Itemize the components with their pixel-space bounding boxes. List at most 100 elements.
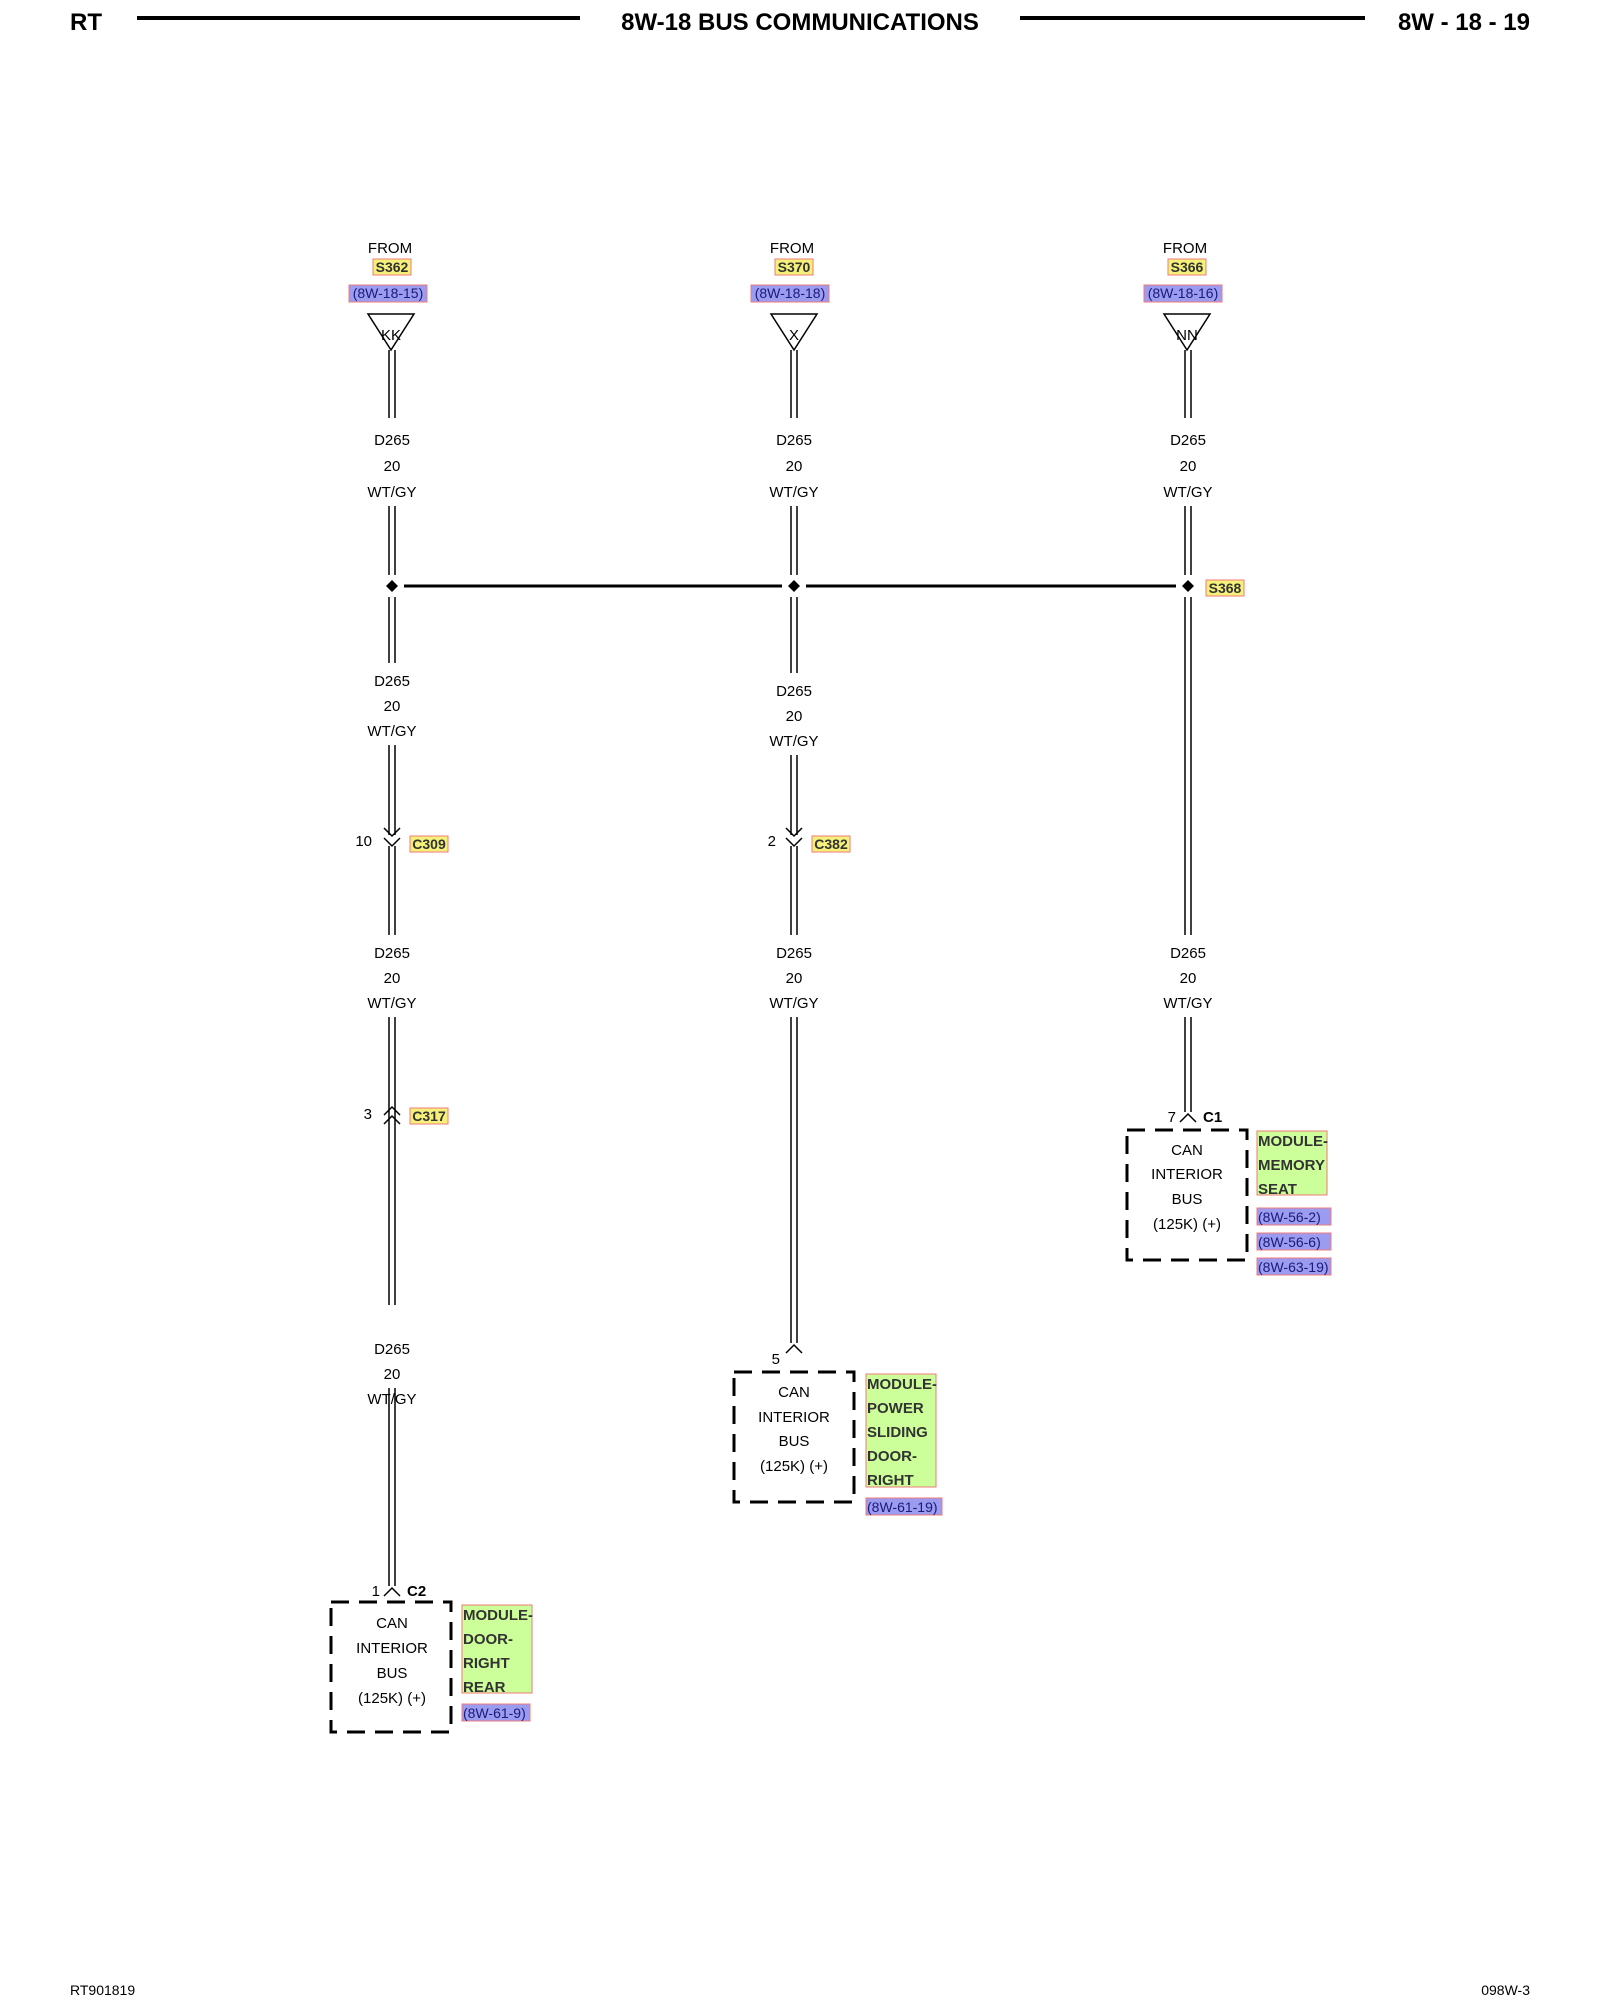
module-name-line[interactable]: MODULE- (867, 1376, 937, 1393)
module-name-line[interactable]: REAR (463, 1679, 506, 1696)
connector-ref-link[interactable]: C309 (412, 836, 446, 852)
connector-highlight (409, 1107, 449, 1125)
footer-left: RT901819 (70, 1982, 135, 1998)
connector-triangle-icon (769, 313, 819, 352)
module-name-line[interactable]: MODULE- (463, 1607, 533, 1624)
module-text-line: BUS (779, 1433, 810, 1450)
wire-circuit: D265 (374, 673, 410, 690)
column-2: FROM S370 (8W-18-18) X D265 20 WT/GY D26… (732, 240, 943, 1516)
page-ref-highlight (750, 284, 830, 303)
module-text-line: CAN (778, 1384, 810, 1401)
wire-gauge: 20 (384, 698, 401, 715)
wire-segment (388, 350, 396, 418)
module-name-line[interactable]: POWER (867, 1400, 924, 1417)
module-ref-link[interactable]: (8W-61-9) (463, 1705, 526, 1721)
module-text-line: INTERIOR (356, 1640, 428, 1657)
module-ref-highlight (461, 1703, 531, 1722)
triangle-label: X (789, 327, 799, 344)
module-ref-link[interactable]: (8W-56-6) (1258, 1234, 1321, 1250)
splice-highlight (1205, 579, 1245, 597)
wire-segment (388, 846, 396, 935)
wire-color: WT/GY (769, 733, 818, 750)
column-3: FROM S366 (8W-18-16) NN D265 20 WT/GY S3… (1125, 240, 1332, 1276)
splice-highlight (372, 258, 412, 276)
module-box (1125, 1128, 1249, 1262)
wire-gauge: 20 (1180, 458, 1197, 475)
splice-ref-link[interactable]: S362 (376, 259, 409, 275)
connector-highlight (409, 835, 449, 853)
wire-segment (790, 1017, 798, 1343)
module-name-highlight (1256, 1130, 1328, 1196)
wire-segment (790, 597, 798, 673)
wire-circuit: D265 (1170, 945, 1206, 962)
wire-gauge: 20 (786, 970, 803, 987)
splice-ref-link[interactable]: S366 (1171, 259, 1204, 275)
module-ref-link[interactable]: (8W-56-2) (1258, 1209, 1321, 1225)
splice-dot (788, 580, 800, 592)
module-text-line: INTERIOR (1151, 1166, 1223, 1183)
splice-ref-link[interactable]: S368 (1209, 580, 1242, 596)
wire-segment (790, 350, 798, 418)
connector-pin: 3 (364, 1106, 372, 1123)
wire-circuit: D265 (1170, 432, 1206, 449)
module-text-line: INTERIOR (758, 1409, 830, 1426)
module-name-line[interactable]: SLIDING (867, 1424, 928, 1441)
splice-highlight (1167, 258, 1207, 276)
wire-segment (1184, 597, 1192, 935)
wire-segment (388, 1017, 396, 1305)
from-label: FROM (770, 240, 814, 257)
module-name-line[interactable]: RIGHT (867, 1472, 914, 1489)
module-text-line: CAN (1171, 1142, 1203, 1159)
wire-color: WT/GY (367, 723, 416, 740)
module-name-line[interactable]: DOOR- (463, 1631, 513, 1648)
wire-gauge: 20 (384, 1366, 401, 1383)
module-pin: 5 (772, 1351, 780, 1368)
module-ref-highlight (1256, 1257, 1332, 1276)
module-ref-highlight (1256, 1232, 1332, 1251)
page-title: 8W-18 BUS COMMUNICATIONS (621, 9, 979, 36)
module-name-line[interactable]: DOOR- (867, 1448, 917, 1465)
page-ref-link[interactable]: (8W-18-18) (755, 285, 826, 301)
wire-color: WT/GY (1163, 995, 1212, 1012)
column-1: FROM S362 (8W-18-15) KK D265 20 WT/GY D2… (329, 240, 533, 1734)
wire-circuit: D265 (776, 945, 812, 962)
module-name-line[interactable]: SEAT (1258, 1181, 1297, 1198)
module-pin: 1 (372, 1583, 380, 1600)
module-text-line: BUS (377, 1665, 408, 1682)
wire-gauge: 20 (384, 970, 401, 987)
header-left: RT (70, 9, 102, 36)
connector-pin: 10 (355, 833, 372, 850)
module-text-line: BUS (1172, 1191, 1203, 1208)
module-name-line[interactable]: MEMORY (1258, 1157, 1325, 1174)
module-ref-highlight (1256, 1207, 1332, 1226)
page-ref-link[interactable]: (8W-18-15) (353, 285, 424, 301)
wire-segment (1184, 506, 1192, 575)
wire-circuit: D265 (776, 432, 812, 449)
page-ref-highlight (1143, 284, 1223, 303)
splice-ref-link[interactable]: S370 (778, 259, 811, 275)
module-ref-link[interactable]: (8W-61-19) (867, 1499, 938, 1515)
wire-circuit: D265 (374, 1341, 410, 1358)
module-pin-icon (1179, 1112, 1197, 1123)
connector-triangle-icon (1162, 313, 1212, 352)
module-ref-link[interactable]: (8W-63-19) (1258, 1259, 1329, 1275)
wire-gauge: 20 (384, 458, 401, 475)
module-name-line[interactable]: MODULE- (1258, 1133, 1328, 1150)
module-name-line[interactable]: RIGHT (463, 1655, 510, 1672)
page-number: 8W - 18 - 19 (1398, 9, 1530, 36)
page-ref-link[interactable]: (8W-18-16) (1148, 285, 1219, 301)
module-name-highlight (865, 1373, 937, 1488)
module-ref-highlight (865, 1497, 943, 1516)
from-label: FROM (1163, 240, 1207, 257)
wire-circuit: D265 (776, 683, 812, 700)
wire-segment (1184, 350, 1192, 418)
module-text-line: CAN (376, 1615, 408, 1632)
module-text-line: (125K) (+) (1153, 1216, 1221, 1233)
connector-ref-link[interactable]: C317 (412, 1108, 446, 1124)
connector-ref-link[interactable]: C382 (814, 836, 848, 852)
wire-segment (1184, 1017, 1192, 1112)
module-box (732, 1370, 856, 1504)
inline-connector-icon (383, 827, 401, 848)
